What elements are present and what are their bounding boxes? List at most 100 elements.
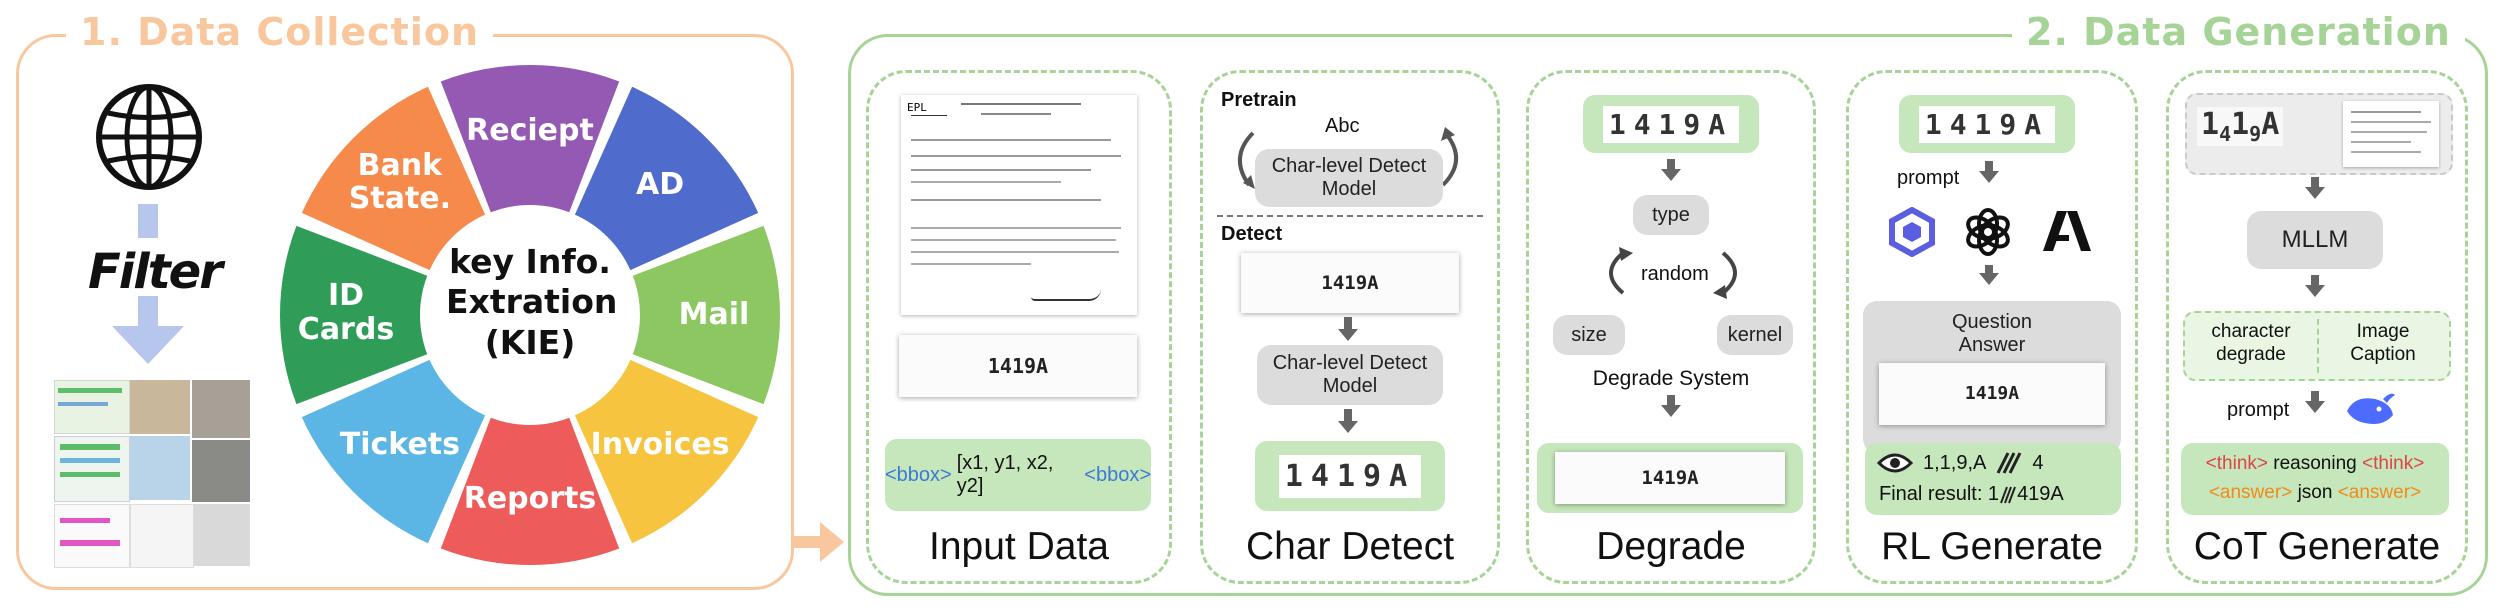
rl-result-count: 4	[2032, 451, 2044, 474]
panel-char-detect: Pretrain Abc Char-level Detect Model Det…	[1200, 70, 1500, 584]
center-line-2: Extration	[446, 282, 618, 322]
panel-label-input-data: Input Data	[929, 525, 1109, 568]
doc-header: EPL	[907, 101, 927, 114]
answer-close-tag: <answer>	[2337, 482, 2422, 504]
eye-icon	[1877, 453, 1913, 473]
degraded-output: 1419A	[1537, 443, 1803, 513]
filter-label: Filter	[88, 244, 223, 300]
detect-label: Detect	[1221, 223, 1283, 245]
wheel-label: Mail	[678, 297, 750, 333]
panel-label-cot-generate: CoT Generate	[2193, 525, 2441, 568]
arrow-head-down-f	[2305, 285, 2325, 297]
center-line-3: (KIE)	[484, 322, 576, 362]
cot-conditions: character degrade Image Caption	[2183, 311, 2451, 381]
arrow-down-f	[2311, 275, 2319, 287]
detected-chars-text: 1419A	[1278, 454, 1422, 498]
wheel-label: Reciept	[466, 113, 594, 149]
scanned-document: EPL	[901, 95, 1137, 315]
wheel-segment	[574, 86, 759, 271]
crop-text: 1419A	[987, 354, 1049, 378]
rl-result-box: 1,1,9,A 4 Final result: 1 419A	[1865, 443, 2121, 515]
wheel-segment	[574, 359, 759, 544]
cot-input-images: 1419A	[2185, 93, 2453, 175]
blur-char-inline-icon	[2000, 486, 2016, 503]
mllm-box: MLLM	[2247, 211, 2383, 269]
wheel-segment	[301, 359, 486, 544]
qa-crop-image: 1419A	[1879, 363, 2105, 425]
globe-icon	[92, 80, 206, 194]
wheel-center: key Info. Extration (KIE)	[446, 242, 618, 363]
arrow-down-1	[1344, 317, 1352, 331]
qa-answer: Answer	[1958, 334, 2026, 356]
cycle-right-arrow-icon	[1441, 127, 1458, 187]
panel-input-data: EPL 1419A <bbox> [x1, y1, x2, y2] <bbox>…	[866, 70, 1172, 584]
center-line-1: key Info.	[449, 242, 611, 281]
arrow-head-down-e	[2305, 187, 2325, 199]
detect-crop-image: 1419A	[1241, 253, 1459, 313]
document-collage	[54, 380, 250, 568]
rl-final-result: Final result: 1	[1879, 483, 2000, 505]
bbox-output: <bbox> [x1, y1, x2, y2] <bbox>	[885, 439, 1151, 511]
wheel-label: Reports	[463, 481, 597, 517]
arrow-down-a	[1667, 159, 1675, 171]
think-open-tag: <think>	[2205, 453, 2268, 474]
degraded-crop-text: 1419A	[1641, 467, 1699, 489]
degrade-input-chars-text: 1419A	[1602, 105, 1740, 143]
arrow-down-d	[1985, 265, 1993, 275]
anthropic-logo-icon	[2043, 211, 2091, 251]
rl-result-chars: 1,1,9,A	[1923, 451, 1987, 474]
panel-label-char-detect: Char Detect	[1245, 525, 1455, 568]
kernel-box: kernel	[1717, 315, 1793, 355]
down-arrow-icon	[112, 326, 184, 364]
cot-prompt-label: prompt	[2227, 399, 2290, 421]
panel-rl-generate: 1419A prompt Question Answer 1419A	[1846, 70, 2138, 584]
cot-output-box: <think> reasoning <think> <answer> json …	[2181, 443, 2449, 515]
panel-label-rl-generate: RL Generate	[1881, 525, 2103, 568]
wheel-label: AD	[636, 167, 685, 203]
pretrain-label: Pretrain	[1221, 89, 1297, 111]
char-level-model-pretrain: Char-level Detect Model	[1255, 149, 1443, 207]
image-caption-label: Image Caption	[2350, 321, 2416, 365]
character-degrade-label: character degrade	[2211, 321, 2291, 365]
wheel-segment	[280, 225, 428, 405]
type-box: type	[1633, 195, 1709, 235]
think-close-tag: <think>	[2362, 453, 2425, 474]
section-connector-arrow	[793, 536, 823, 548]
arrow-head-down-a	[1661, 169, 1681, 181]
flow-bar-top	[138, 204, 158, 238]
arrow-head-down-g	[2305, 401, 2325, 413]
rl-final-result-tail: 419A	[2017, 483, 2064, 505]
detect-crop-text: 1419A	[1321, 272, 1379, 294]
openai-logo-icon	[1966, 208, 2010, 256]
wheel-segment	[301, 86, 486, 271]
cycle-left-arrow-icon	[1238, 131, 1255, 189]
char-level-model-detect: Char-level Detect Model	[1257, 345, 1443, 405]
arrow-down-b	[1667, 395, 1675, 407]
data-collection-title: 1. Data Collection	[66, 10, 494, 54]
degrade-input-chars: 1419A	[1583, 95, 1759, 153]
arrow-head-down-c	[1979, 171, 1999, 183]
degrade-system-label: Degrade System	[1592, 367, 1750, 390]
qa-crop-text: 1419A	[1964, 382, 2020, 404]
rl-prompt-label: prompt	[1897, 167, 1960, 189]
json-text: json	[2297, 482, 2333, 504]
cropped-text-image: 1419A	[899, 335, 1137, 397]
qa-box: Question Answer 1419A	[1863, 301, 2121, 453]
blur-char-icon	[1997, 452, 2022, 474]
arrow-head-down-d	[1979, 273, 1999, 285]
arrow-head-down-1	[1338, 329, 1358, 341]
random-cycle-icon	[1609, 247, 1737, 299]
bbox-open-tag: <bbox>	[885, 463, 952, 486]
divider-line	[1217, 215, 1483, 217]
bbox-close-tag: <bbox>	[1084, 463, 1151, 486]
rl-input-chars-text: 1419A	[1918, 105, 2056, 143]
qa-question: Question	[1951, 311, 2033, 333]
kie-wheel	[280, 65, 780, 565]
deepseek-whale-icon	[2347, 393, 2395, 424]
random-label: random	[1641, 263, 1709, 285]
answer-open-tag: <answer>	[2208, 482, 2293, 504]
wheel-segment	[440, 65, 620, 213]
wheel-label: Invoices	[590, 427, 730, 463]
rl-input-chars: 1419A	[1899, 95, 2075, 153]
arrow-head-down-b	[1661, 405, 1681, 417]
